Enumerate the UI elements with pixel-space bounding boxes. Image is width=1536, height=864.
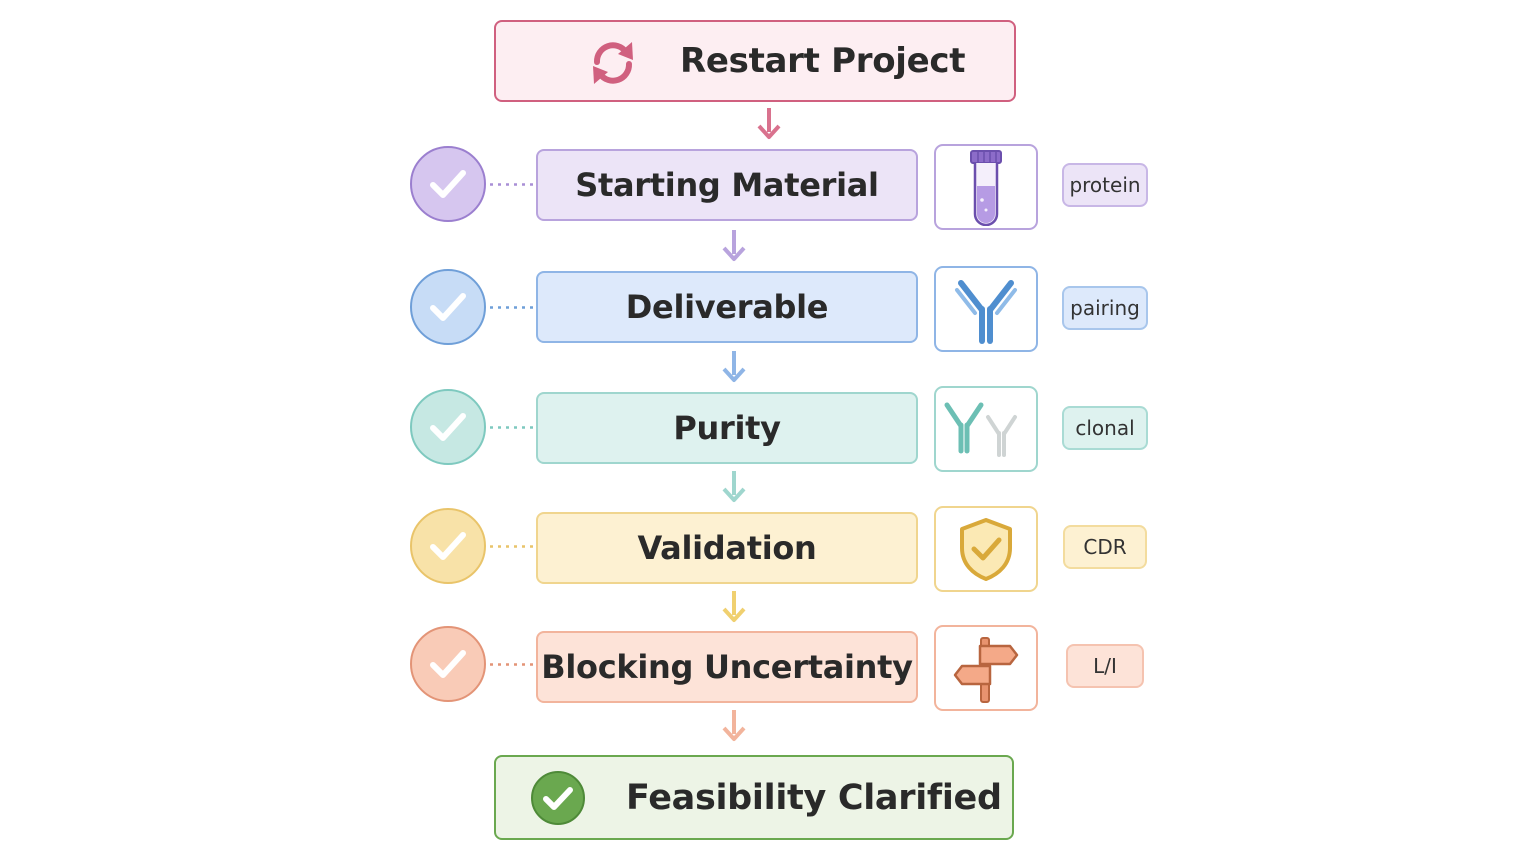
step-label: Blocking Uncertainty: [541, 648, 913, 686]
feasibility-clarified-label: Feasibility Clarified: [626, 777, 1002, 818]
step-icon-box: [934, 386, 1038, 472]
check-icon: [430, 170, 466, 198]
step-icon-box: [934, 144, 1038, 230]
tag-label: CDR: [1083, 535, 1127, 559]
check-circle-icon: [530, 770, 586, 826]
step-icon-box: [934, 625, 1038, 711]
feasibility-clarified-box: Feasibility Clarified: [494, 755, 1014, 840]
signpost-icon: [953, 637, 1019, 703]
restart-project-label: Restart Project: [680, 41, 966, 81]
tag-label: pairing: [1070, 296, 1140, 320]
connector-dots: [490, 545, 534, 548]
shield-check-icon: [960, 518, 1012, 581]
restart-project-box: Restart Project: [494, 20, 1016, 102]
refresh-icon: [586, 36, 640, 90]
check-icon: [430, 293, 466, 321]
step-tag: clonal: [1062, 406, 1148, 450]
step-label: Purity: [673, 409, 781, 447]
step-blocking-uncertainty: Blocking Uncertainty: [536, 631, 918, 703]
step-check-validation: [410, 508, 486, 584]
step-check-deliverable: [410, 269, 486, 345]
step-icon-box: [934, 266, 1038, 352]
connector-dots: [490, 426, 534, 429]
flow-arrow: [757, 108, 781, 139]
step-validation: Validation: [536, 512, 918, 584]
step-starting-material: Starting Material: [536, 149, 918, 221]
step-deliverable: Deliverable: [536, 271, 918, 343]
step-purity: Purity: [536, 392, 918, 464]
step-label: Validation: [637, 529, 817, 567]
tag-label: protein: [1069, 173, 1141, 197]
connector-dots: [490, 306, 534, 309]
step-tag: L/I: [1066, 644, 1144, 688]
step-check-purity: [410, 389, 486, 465]
antibody-icon: [955, 280, 1017, 344]
flow-arrow: [722, 710, 746, 741]
step-tag: CDR: [1063, 525, 1147, 569]
step-check-blocking-uncertainty: [410, 626, 486, 702]
step-label: Deliverable: [625, 288, 829, 326]
flow-arrow: [722, 351, 746, 382]
flow-arrow: [722, 471, 746, 502]
step-tag: pairing: [1062, 286, 1148, 330]
flow-arrow: [722, 591, 746, 622]
step-icon-box: [934, 506, 1038, 592]
check-icon: [430, 532, 466, 560]
connector-dots: [490, 663, 534, 666]
tag-label: clonal: [1075, 416, 1135, 440]
connector-dots: [490, 183, 534, 186]
check-icon: [430, 650, 466, 678]
step-tag: protein: [1062, 163, 1148, 207]
step-check-starting-material: [410, 146, 486, 222]
step-label: Starting Material: [575, 166, 879, 204]
antibody-pair-icon: [944, 402, 1017, 457]
check-icon: [430, 413, 466, 441]
test-tube-icon: [970, 150, 1002, 226]
flow-arrow: [722, 230, 746, 261]
tag-label: L/I: [1093, 654, 1117, 678]
